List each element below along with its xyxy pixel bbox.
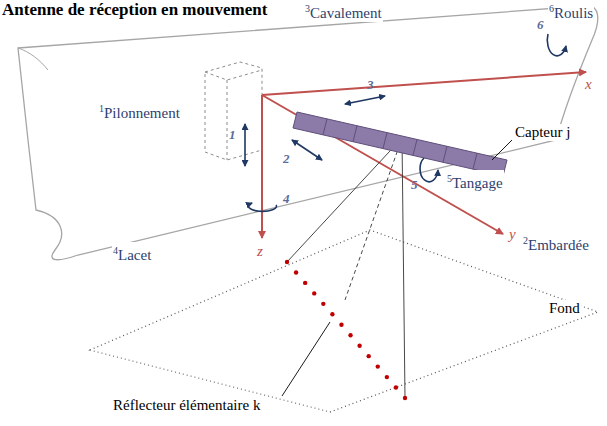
motion-name: Tangage [452, 175, 503, 191]
axis-letter: z [256, 243, 264, 260]
x-axis [262, 72, 586, 95]
superscript-number: 4 [113, 245, 118, 256]
motion-name: Lacet [118, 247, 151, 263]
motion-label: 2Embardée [522, 232, 590, 254]
callout-number: 2 [282, 150, 291, 167]
superscript-number: 1 [99, 103, 104, 114]
beam-line [402, 138, 405, 398]
callout-number: 1 [228, 126, 237, 143]
motion-name: Pilonnement [104, 105, 180, 121]
motion-label: 3Cavalement [304, 0, 383, 22]
title: Antenne de réception en mouvement [2, 0, 267, 20]
motion-label: 6Roulis [548, 0, 594, 22]
dashed-box [205, 62, 262, 160]
motion-name: Roulis [554, 5, 593, 21]
axis-letter: y [508, 226, 517, 243]
callout-number: 6 [536, 16, 545, 33]
superscript-number: 5 [447, 173, 452, 184]
hull-detail [18, 48, 48, 70]
floor-plane [90, 230, 598, 412]
sensor-dividers [323, 119, 477, 169]
superscript-number: 2 [523, 235, 528, 246]
region-label: Fond [548, 300, 581, 317]
leader-line [282, 322, 330, 396]
beam-dashed [345, 138, 402, 300]
z-axis [261, 95, 263, 238]
callout-number: 5 [410, 176, 419, 193]
callout-number: 3 [366, 76, 375, 93]
motion-name: Cavalement [310, 5, 382, 21]
superscript-number: 6 [549, 3, 554, 14]
motion-arrows [245, 34, 566, 211]
hull-outline [18, 6, 598, 260]
leader-line [492, 140, 512, 160]
antenna-bar [293, 112, 507, 176]
motion-label: 1Pilonnement [98, 100, 181, 122]
axis-letter: x [584, 76, 593, 93]
callout-number: 4 [282, 190, 291, 207]
motion-label: 5Tangage [446, 170, 504, 192]
reflector-dots [285, 260, 407, 400]
beam-line [287, 138, 402, 262]
motion-name: Embardée [528, 237, 589, 253]
motion-label: 4Lacet [112, 242, 152, 264]
part-label: Réflecteur élémentaire k [112, 397, 261, 414]
part-label: Capteur j [514, 124, 571, 141]
superscript-number: 3 [305, 3, 310, 14]
